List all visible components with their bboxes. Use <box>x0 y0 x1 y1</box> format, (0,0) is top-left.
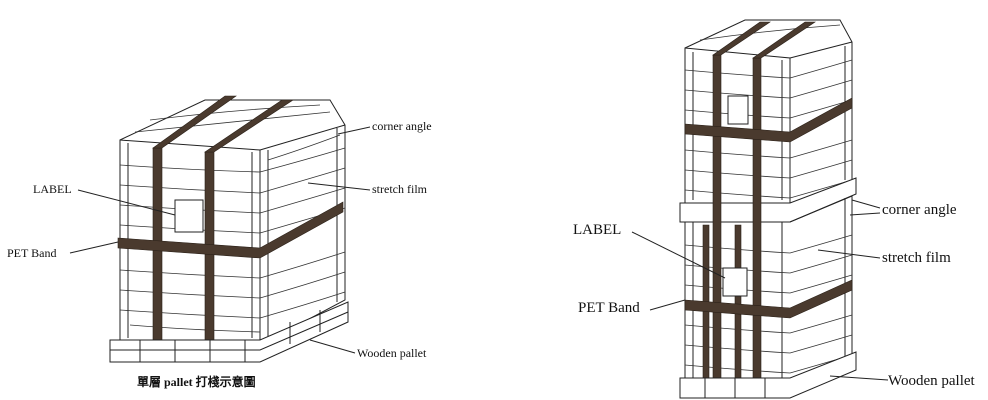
right-lower-label-box <box>722 267 748 297</box>
right-stretch-film-label: stretch film <box>882 250 951 266</box>
left-label-box <box>174 199 204 233</box>
left-pet-band-label: PET Band <box>7 246 56 260</box>
right-leader-lines <box>631 199 889 381</box>
right-wooden-pallet <box>679 351 857 399</box>
double-layer-pallet: corner angle stretch film LABEL PET Band… <box>573 19 976 399</box>
right-upper-label-box <box>727 95 749 125</box>
left-label-label: LABEL <box>33 182 72 196</box>
left-stretch-film-label: stretch film <box>372 182 428 196</box>
right-lower-box <box>684 195 853 386</box>
left-wooden-pallet-label: Wooden pallet <box>357 346 427 360</box>
right-label-label: LABEL <box>573 222 621 238</box>
right-upper-pallet <box>679 177 857 223</box>
right-pet-band-label: PET Band <box>578 300 640 316</box>
right-wooden-pallet-label: Wooden pallet <box>888 373 976 389</box>
left-corner-angle-label: corner angle <box>372 119 432 133</box>
left-caption: 單層 pallet 打棧示意圖 <box>137 374 256 389</box>
left-leader-lines <box>69 126 371 354</box>
right-corner-angle-label: corner angle <box>882 202 957 218</box>
single-layer-pallet: corner angle stretch film LABEL PET Band… <box>7 95 432 389</box>
left-wooden-pallet <box>109 301 349 363</box>
right-lower-horizontal-band <box>684 279 853 319</box>
left-horizontal-band <box>117 201 344 259</box>
right-upper-horizontal-band <box>684 97 853 143</box>
left-vertical-bands <box>152 95 295 341</box>
